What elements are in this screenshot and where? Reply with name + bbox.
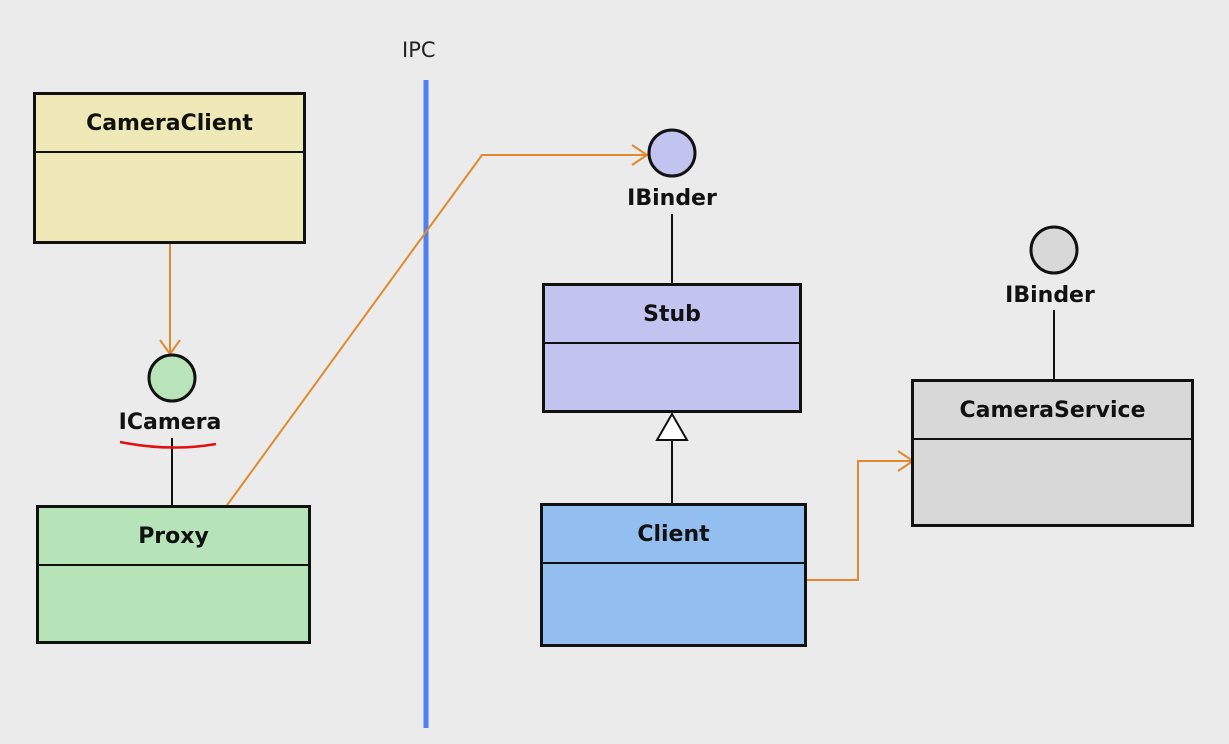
icamera-interface-icon [147, 353, 197, 403]
proxy-to-ibinder-arrow [224, 154, 646, 509]
client-to-camera-service-arrow [806, 460, 912, 581]
ibinder-service-interface-icon [1029, 225, 1079, 275]
camera-client-class: CameraClient [33, 92, 306, 244]
camera-service-class: CameraService [911, 379, 1194, 527]
proxy-class-name: Proxy [39, 508, 308, 566]
ibinder-service-interface-label: IBinder [1005, 283, 1095, 308]
ibinder-stub-interface-icon [647, 128, 697, 178]
icamera-red-underline [119, 440, 217, 449]
proxy-class: Proxy [36, 505, 311, 644]
client-class-name: Client [543, 506, 804, 564]
proxy-to-ibinder-arrowhead [631, 144, 649, 166]
generalization-triangle [655, 411, 689, 441]
ipc-label: IPC [402, 38, 436, 62]
stub-class-name: Stub [545, 286, 799, 344]
camera-service-class-name: CameraService [914, 382, 1191, 440]
stub-class: Stub [542, 283, 802, 413]
client-class: Client [540, 503, 807, 647]
camera-client-class-name: CameraClient [36, 95, 303, 153]
ibinder-stub-interface-label: IBinder [627, 186, 717, 211]
icamera-interface-label: ICamera [118, 410, 222, 435]
